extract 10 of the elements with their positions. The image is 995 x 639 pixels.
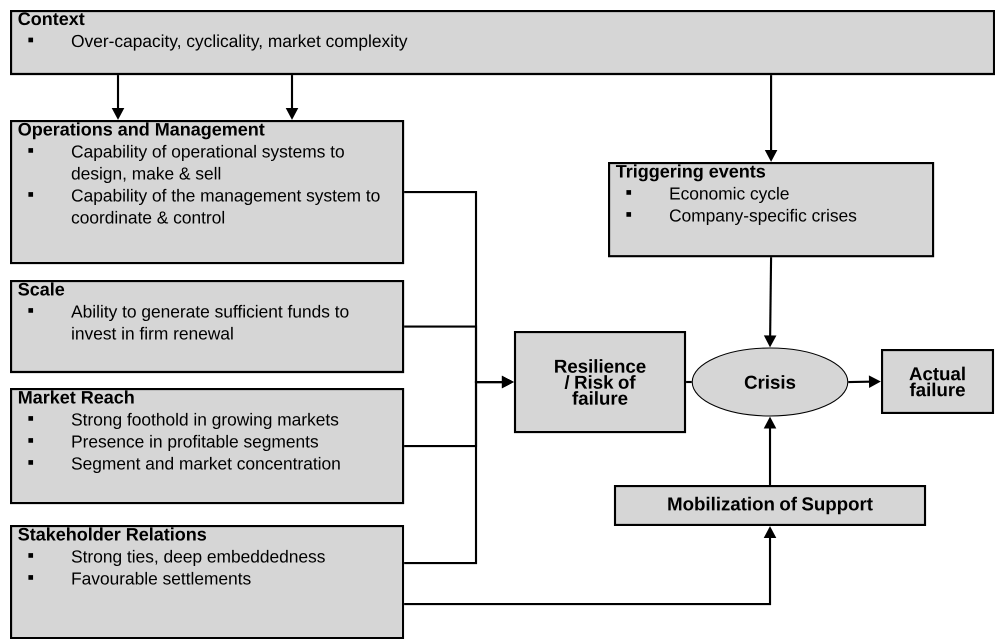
connector-line xyxy=(686,380,692,384)
outcome-box: Resilience / Risk of failure xyxy=(514,330,686,434)
factor-box: Scale Ability to generate sufficient funds to invest in firm renewal xyxy=(10,280,404,374)
outcome-box: Actual failure xyxy=(880,348,994,414)
event-box: Triggering events Economic cycle Company-specific crises xyxy=(608,162,934,258)
support-box: Mobilization of Support xyxy=(614,484,926,526)
factor-box: Market Reach Strong foothold in growing markets Presence in profitable segments Segment and market concentration xyxy=(10,388,404,504)
factor-box: Operations and Management Capability of operational systems to design, make & sell Capability of the management system to coordinate & control xyxy=(10,120,404,264)
factor-box: Stakeholder Relations Strong ties, deep embeddedness Favourable settlements xyxy=(10,525,404,639)
context-box: Context Over-capacity, cyclicality, market complexity xyxy=(10,10,995,76)
